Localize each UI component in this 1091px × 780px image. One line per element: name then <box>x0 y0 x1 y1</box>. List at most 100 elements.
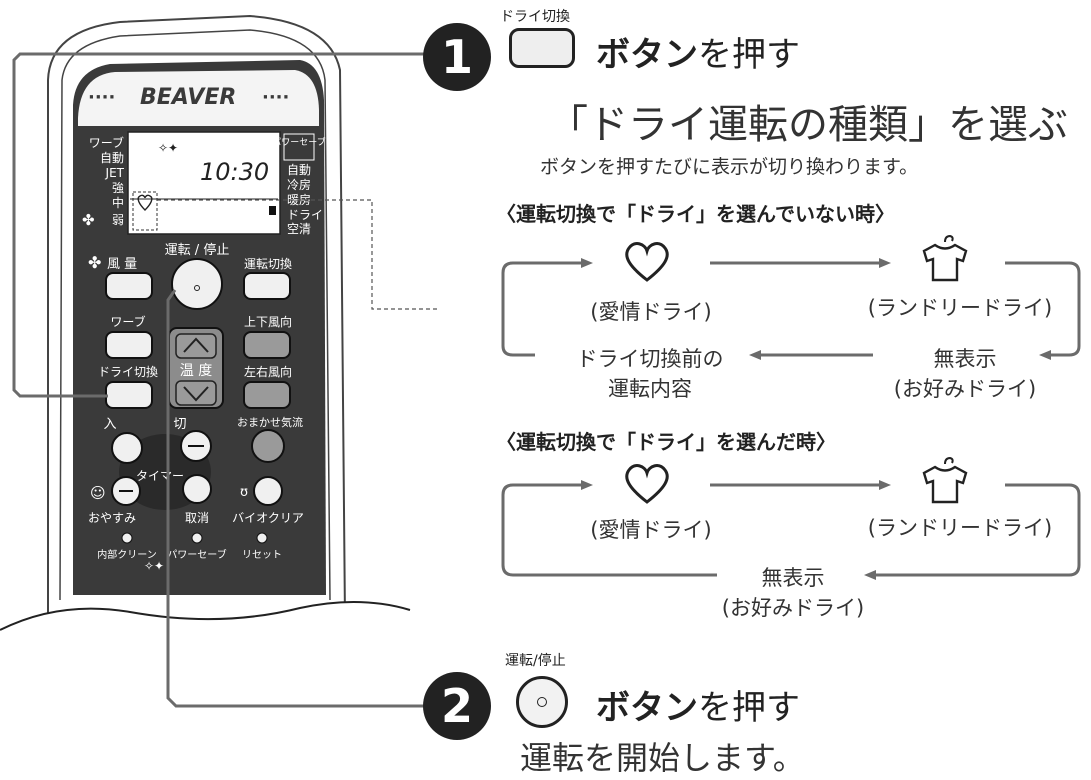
step2-badge: 2 <box>423 672 491 740</box>
flow2-item-laundry: (ランドリードライ) <box>867 516 1053 540</box>
baby-face-icon: ☺ <box>90 484 106 502</box>
temp-up-button[interactable] <box>175 333 217 359</box>
step1-note: ボタンを押すたびに表示が切り換わります。 <box>540 156 919 178</box>
lcd-left-modes: ワーブ 自動 JET 強 中 弱 <box>89 135 125 227</box>
mode-cool: 冷房 <box>287 177 311 192</box>
shirt-icon <box>922 465 968 504</box>
label-mode-switch: 運転切換 <box>244 257 292 271</box>
flow2-item-none-line2: (お好みドライ) <box>721 596 865 620</box>
flow1-item-aijou: (愛情ドライ) <box>590 300 712 324</box>
svg-text:····: ···· <box>88 87 115 108</box>
label-updown: 上下風向 <box>244 314 292 329</box>
step1-action-rest: を押す <box>698 35 800 75</box>
label-omakase: おまかせ気流 <box>237 415 303 429</box>
label-leftright: 左右風向 <box>244 364 292 379</box>
fan-icon: ✤ <box>82 211 95 229</box>
flow1-item-previous-line1: ドライ切換前の <box>576 347 724 371</box>
timer-on-button[interactable] <box>111 432 143 464</box>
flow1-heading: 〈運転切換で「ドライ」を選んでいない時〉 <box>496 202 895 226</box>
dry-indicator-mark <box>269 206 276 215</box>
run-stop-button-icon <box>516 676 568 728</box>
label-reset: リセット <box>242 549 282 561</box>
callout-line-step1 <box>12 52 430 398</box>
flow2-diagram <box>501 456 1081 580</box>
remote-illustration: ···· BEAVER ···· ワーブ 自動 JET 強 中 弱 ✤ パワーセ… <box>0 14 440 780</box>
label-temperature: 温 度 <box>180 363 212 379</box>
cancel-button[interactable] <box>182 474 212 504</box>
flow2-loop-right <box>868 483 1081 577</box>
flow2-item-none: 無表示(お好みドライ) <box>698 562 888 622</box>
flow1-item-previous: ドライ切換前の運転内容 <box>555 343 745 403</box>
label-sleep: おやすみ <box>88 511 136 525</box>
step1-badge: 1 <box>423 23 491 91</box>
step1-action: ボタンを押す <box>596 27 800 76</box>
wave-line <box>0 600 411 631</box>
heart-icon <box>625 242 669 282</box>
arrow-right-icon <box>879 480 891 490</box>
run-stop-button[interactable] <box>171 258 223 310</box>
label-bio-clear: バイオクリア <box>232 511 304 525</box>
step2-action: ボタンを押す <box>596 680 800 729</box>
label-cancel: 取消 <box>185 511 209 525</box>
remote-top-panel <box>78 70 319 126</box>
flow2-item-aijou: (愛情ドライ) <box>590 518 712 542</box>
label-off: 切 <box>173 417 186 432</box>
hanger-hook <box>944 234 954 243</box>
flow1-diagram <box>501 234 1081 360</box>
power-save-badge <box>283 133 315 161</box>
mode-air-clean: 空清 <box>287 222 311 236</box>
label-timer: タイマー <box>136 469 184 483</box>
fan-icon-small: ✤ <box>88 253 101 272</box>
lcd-time: 10:30 <box>200 158 269 186</box>
flow1-item-none-line2: (お好みドライ) <box>893 377 1037 401</box>
flow1-item-none: 無表示(お好みドライ) <box>870 343 1060 403</box>
mode-jet: JET <box>105 166 125 180</box>
leftright-wind-button[interactable] <box>243 381 291 409</box>
label-dry-switch: ドライ切換 <box>98 365 158 379</box>
step2-button-caption: 運転/停止 <box>505 653 566 669</box>
temp-down-button[interactable] <box>175 380 217 406</box>
flow2-loop-left <box>501 483 717 577</box>
step1-button-caption: ドライ切換 <box>500 9 570 25</box>
lcd-screen <box>127 131 281 235</box>
label-internal-clean: 内部クリーン <box>97 548 157 561</box>
mode-dry: ドライ <box>287 208 323 222</box>
shirt-icon <box>922 243 968 282</box>
flow2-heading: 〈運転切換で「ドライ」を選んだ時〉 <box>496 430 836 454</box>
bio-clear-button[interactable] <box>253 476 283 506</box>
internal-clean-button[interactable] <box>121 532 133 544</box>
brand-dots-left: ···· <box>88 87 115 108</box>
wave-button[interactable] <box>105 331 153 359</box>
arrow-right-icon <box>581 258 593 268</box>
power-save-badge-text: パワーセーブ <box>272 136 325 148</box>
run-stop-dot <box>194 285 200 291</box>
lcd-dry-box <box>132 191 158 231</box>
mode-weak: 弱 <box>112 213 124 227</box>
dry-switch-button[interactable] <box>105 381 153 409</box>
mode-medium: 中 <box>112 195 124 210</box>
mode-strong: 強 <box>112 181 124 195</box>
label-on: 入 <box>103 417 116 432</box>
arrow-right-icon <box>581 480 593 490</box>
brand-logo: BEAVER <box>140 85 236 110</box>
fan-speed-button[interactable] <box>105 272 153 300</box>
bio-icon: ʊ <box>240 485 248 500</box>
omakase-airflow-button[interactable] <box>251 429 285 463</box>
dot-icon <box>537 697 547 707</box>
arrow-right-icon <box>879 258 891 268</box>
reset-button[interactable] <box>256 532 268 544</box>
arrow-left-icon <box>864 570 876 580</box>
updown-wind-button[interactable] <box>243 331 291 359</box>
sparkle-icon: ✧✦ <box>144 559 164 573</box>
lcd-right-modes: 自動 冷房 暖房 ドライ 空清 <box>287 163 323 236</box>
dashed-pointer-line <box>157 199 440 310</box>
power-save-button[interactable] <box>191 532 203 544</box>
brand-dots-right: ···· <box>262 87 289 108</box>
hanger-hook <box>944 456 954 465</box>
step1-action-bold: ボタン <box>596 35 698 75</box>
chevron-down-icon <box>183 386 209 402</box>
mode-switch-button[interactable] <box>243 272 291 300</box>
step1-subtitle: 「ドライ運転の種類」を選ぶ <box>548 102 1068 148</box>
chevron-up-icon <box>183 337 209 353</box>
wave-cut <box>0 601 410 780</box>
